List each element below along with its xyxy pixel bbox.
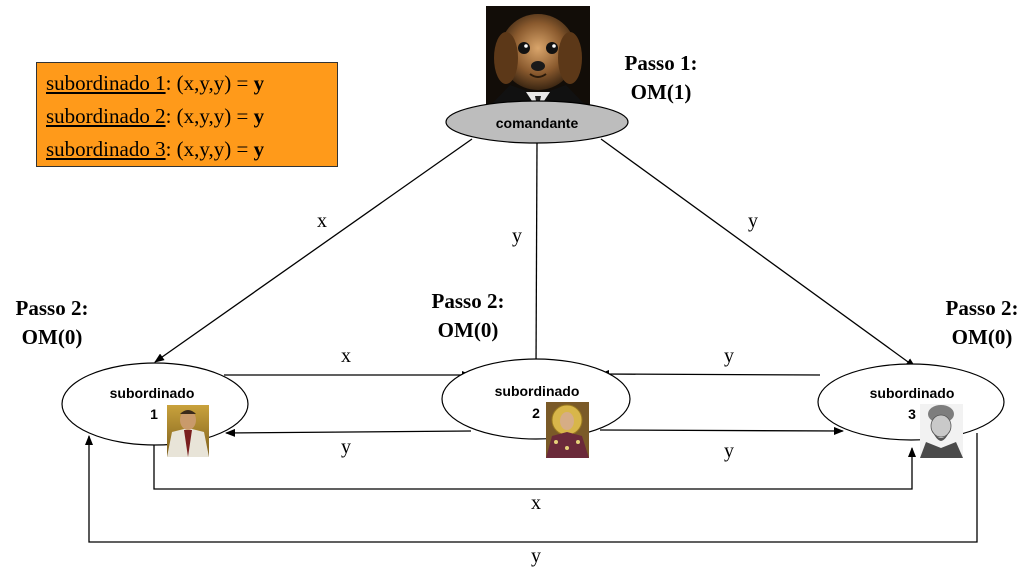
sub3-node xyxy=(817,363,1005,441)
decision-legend: subordinado 1: (x,y,y) = y subordinado 2… xyxy=(36,62,338,167)
legend-name: subordinado 1 xyxy=(46,71,166,95)
edge-label-cmd-sub1: x xyxy=(317,210,327,232)
edge-sub2-to-sub3 xyxy=(599,426,844,435)
legend-name: subordinado 2 xyxy=(46,104,166,128)
commander-dog-portrait xyxy=(486,6,590,110)
edge-cmd-to-sub1 xyxy=(154,138,473,363)
legend-value: y xyxy=(253,71,265,95)
step-label-sub2-1: Passo 2: xyxy=(432,289,505,313)
legend-value: y xyxy=(253,104,265,128)
sub1-node-label: subordinado xyxy=(110,385,195,401)
legend-value: y xyxy=(253,137,265,161)
edge-label-sub1-sub3: x xyxy=(531,492,541,514)
step-label-sub2-2: OM(0) xyxy=(438,318,499,342)
step-label-sub3-2: OM(0) xyxy=(952,325,1013,349)
sub2-node xyxy=(441,358,631,440)
sub2-node-label: subordinado xyxy=(495,383,580,399)
edge-sub3-to-sub2 xyxy=(599,370,821,379)
edge-label-sub3-sub2: y xyxy=(724,345,734,367)
sub2-mosaic-portrait xyxy=(546,402,589,458)
commander-node xyxy=(445,100,629,144)
edge-cmd-to-sub2 xyxy=(532,142,541,370)
sub1-node xyxy=(61,362,249,446)
edge-sub2-to-sub1 xyxy=(225,428,472,437)
legend-row-1: subordinado 1: (x,y,y) = y xyxy=(46,67,337,100)
step-label-sub3-1: Passo 2: xyxy=(946,296,1019,320)
step-label-commander-1: Passo 1: xyxy=(625,51,698,75)
edge-label-cmd-sub3: y xyxy=(748,210,758,232)
legend-name: subordinado 3 xyxy=(46,137,166,161)
edge-label-sub3-sub1: y xyxy=(531,545,541,567)
legend-row-3: subordinado 3: (x,y,y) = y xyxy=(46,133,337,166)
sub3-node-label: subordinado xyxy=(870,385,955,401)
sub2-node-number: 2 xyxy=(532,405,540,421)
legend-expr: : (x,y,y) = xyxy=(165,137,254,161)
sub3-sketch-portrait xyxy=(920,404,963,458)
sub1-node-number: 1 xyxy=(150,406,158,422)
sub1-mosaic-portrait xyxy=(167,405,209,457)
step-label-sub1-2: OM(0) xyxy=(22,325,83,349)
edge-label-sub1-sub2: x xyxy=(341,345,351,367)
edge-sub3-to-sub1 xyxy=(85,433,978,543)
step-label-commander-2: OM(1) xyxy=(631,80,692,104)
legend-expr: : (x,y,y) = xyxy=(165,104,254,128)
edge-cmd-to-sub3 xyxy=(600,138,916,368)
legend-row-2: subordinado 2: (x,y,y) = y xyxy=(46,100,337,133)
commander-node-label: comandante xyxy=(496,115,579,131)
edge-label-sub2-sub3: y xyxy=(724,440,734,462)
step-label-sub1-1: Passo 2: xyxy=(16,296,89,320)
legend-expr: : (x,y,y) = xyxy=(165,71,254,95)
edge-label-sub2-sub1: y xyxy=(341,436,351,458)
sub3-node-number: 3 xyxy=(908,406,916,422)
edge-label-cmd-sub2: y xyxy=(512,225,522,247)
edge-sub1-to-sub3 xyxy=(153,445,916,490)
